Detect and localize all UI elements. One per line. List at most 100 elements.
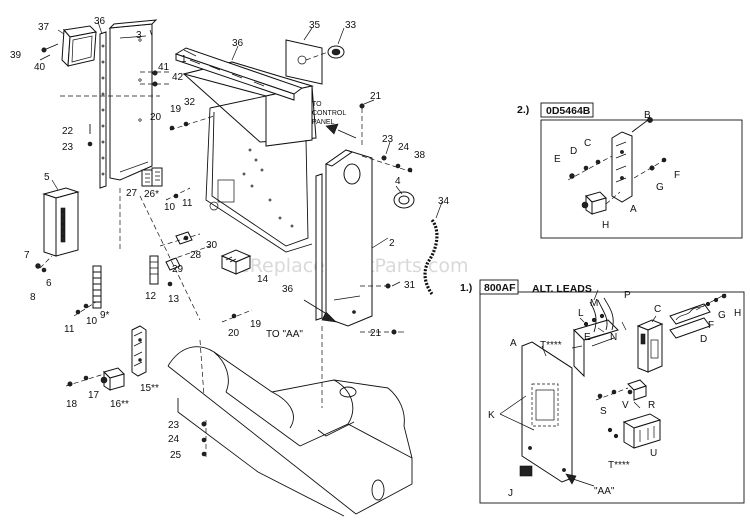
callout-12-11: 12 xyxy=(145,291,157,302)
inset1-letter-e-3: E xyxy=(584,332,591,343)
inset2-letter-d-3: D xyxy=(570,146,577,157)
part-36-right-strip xyxy=(315,173,323,321)
callout-29-28: 29 xyxy=(172,264,184,275)
callout-10-9: 10 xyxy=(86,316,98,327)
callout-15-14: 15** xyxy=(140,383,159,394)
base-frame xyxy=(167,346,413,517)
inset-0d5464b-letters: A B CDE FG H xyxy=(554,110,680,231)
inset1-letter-s-14: S xyxy=(600,406,607,417)
inset1-letter-r-13: R xyxy=(648,400,655,411)
part-35-plate xyxy=(285,39,323,85)
callout-14-13: 14 xyxy=(257,274,269,285)
part-37-cover xyxy=(61,25,98,68)
inset2-letter-b-1: B xyxy=(644,110,651,121)
inset1-letter-t-16: T**** xyxy=(608,460,630,471)
callout-20-19: 20 xyxy=(228,328,240,339)
callout-32-31: 32 xyxy=(184,97,196,108)
callout-42-41: 42 xyxy=(172,72,184,83)
callout-23-22: 23 xyxy=(62,142,74,153)
callout-19-18: 19 xyxy=(250,319,262,330)
inset2-letter-c-2: C xyxy=(584,138,591,149)
inset2-letter-a-0: A xyxy=(630,204,637,215)
inset1-letter-l-9: L xyxy=(578,308,584,319)
part-3-left-panel xyxy=(108,19,158,181)
inset1-letter-f-4: F xyxy=(708,320,714,331)
part-36-top-rail xyxy=(174,47,304,101)
part-12-strip xyxy=(149,255,159,285)
callout-35-34: 35 xyxy=(309,20,321,31)
callout-9-8: 9* xyxy=(100,310,110,321)
inset1-letter-k-8: K xyxy=(488,410,495,421)
inset-0d5464b-tag xyxy=(540,102,594,118)
callout-28-27: 28 xyxy=(190,250,202,261)
inset2-letter-h-7: H xyxy=(602,220,609,231)
callout-4-3: 4 xyxy=(395,176,401,187)
callout-21-20: 21 xyxy=(370,91,382,102)
inset2-letter-e-4: E xyxy=(554,154,561,165)
callout-8-7: 8 xyxy=(30,292,36,303)
callout-41-40: 41 xyxy=(158,62,170,73)
callout-repeat-6: 11 xyxy=(182,198,193,209)
note-to-control-panel-3: PANEL xyxy=(312,119,335,126)
part-34-cable xyxy=(423,219,439,295)
note-to-control-panel-1: TO xyxy=(312,101,322,108)
inset-800af: 1.) 800AF ALT. LEADS xyxy=(460,279,745,504)
part-16-meter xyxy=(100,367,125,391)
inset1-letter-j-7: J xyxy=(508,488,513,499)
note-to-aa: TO "AA" xyxy=(266,329,303,340)
part-2-right-panel xyxy=(324,149,373,327)
callout-repeat-4: 19 xyxy=(170,104,182,115)
callout-30-29: 30 xyxy=(206,240,218,251)
callout-16-15: 16** xyxy=(110,399,129,410)
callout-38-37: 38 xyxy=(414,150,426,161)
inset-800af-tag xyxy=(479,279,519,295)
callout-3-2: 3 xyxy=(136,30,142,41)
part-9-terminal-strip xyxy=(92,265,102,309)
callout-1-0: 1 xyxy=(181,54,187,65)
callout-2-1: 2 xyxy=(389,238,395,249)
part-33-grommet xyxy=(327,45,345,59)
inset2-letter-g-6: G xyxy=(656,182,664,193)
callout-40-39: 40 xyxy=(34,62,46,73)
inset1-letter-v-18: V xyxy=(622,400,629,411)
callout-22-21: 22 xyxy=(62,126,74,137)
inset1-letter-t-15: T**** xyxy=(540,340,562,351)
callout-11-10: 11 xyxy=(64,324,75,335)
callout-17-16: 17 xyxy=(88,390,100,401)
part-14-relays xyxy=(220,249,252,275)
callout-26-25: 26* xyxy=(144,189,159,200)
callout-repeat-0: 21 xyxy=(370,328,382,339)
callout-36-35: 36 xyxy=(232,38,244,49)
inset-800af-label: 800AF xyxy=(484,282,516,294)
callout-repeat-1: 36 xyxy=(94,16,106,27)
inset1-letter-m-10: M xyxy=(590,298,598,309)
main-exploded-view xyxy=(35,19,443,517)
callout-repeat-2: 36 xyxy=(282,284,294,295)
callout-7-6: 7 xyxy=(24,250,30,261)
part-15-bracket xyxy=(131,325,147,377)
callout-31-30: 31 xyxy=(404,280,416,291)
inset2-letter-f-5: F xyxy=(674,170,680,181)
part-4-grommet xyxy=(393,191,415,209)
inset1-letter-c-1: C xyxy=(654,304,661,315)
inset1-letter-g-5: G xyxy=(718,310,726,321)
inset1-letter-p-12: P xyxy=(624,290,631,301)
inset-0d5464b-number: 2.) xyxy=(517,104,529,116)
note-to-control-panel-2: CONTROL xyxy=(312,110,346,117)
callout-24-23: 24 xyxy=(398,142,410,153)
callout-18-17: 18 xyxy=(66,399,78,410)
callout-25-24: 25 xyxy=(170,450,182,461)
inset1-letter-u-17: U xyxy=(650,448,657,459)
inset-0d5464b-label: 0D5464B xyxy=(546,105,591,117)
inset1-letter-h-6: H xyxy=(734,308,741,319)
callout-27-26: 27 xyxy=(126,188,138,199)
callout-13-12: 13 xyxy=(168,294,180,305)
part-36-left-strip xyxy=(99,31,107,189)
aa-label: "AA" xyxy=(594,486,615,497)
inset1-letter-a-0: A xyxy=(510,338,517,349)
inset-0d5464b-frame xyxy=(540,119,743,239)
